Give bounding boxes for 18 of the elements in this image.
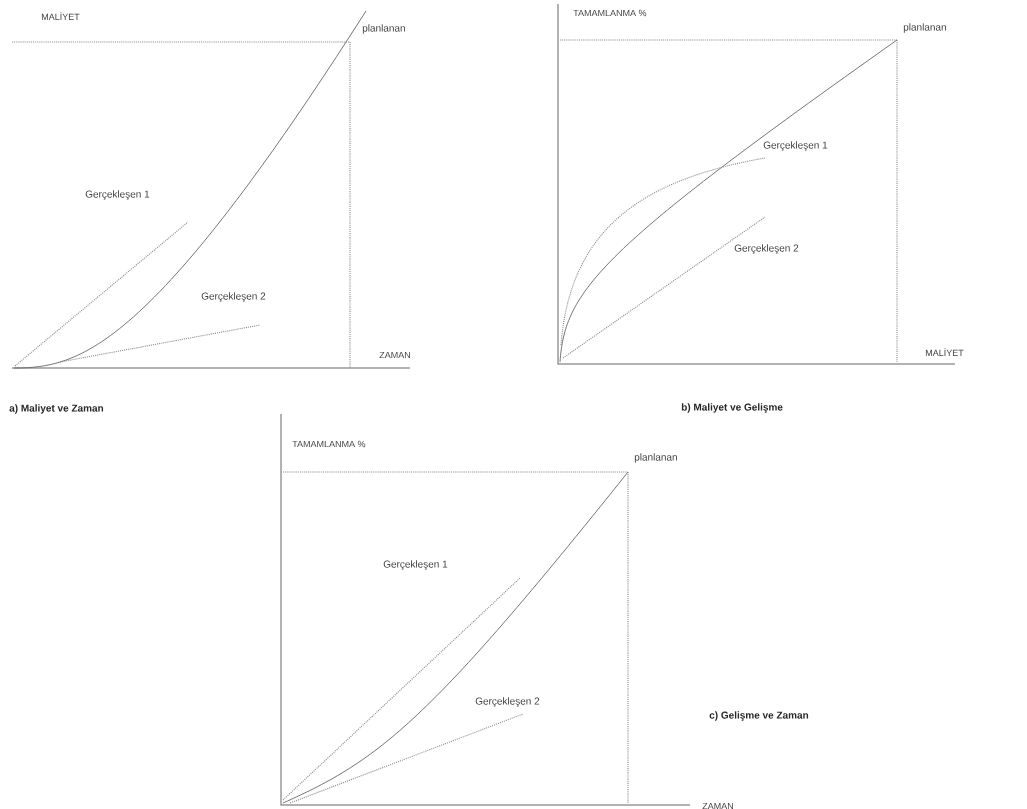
curve-label: Gerçekleşen 2 — [475, 697, 540, 707]
curve-label: planlanan — [634, 453, 677, 463]
panel-caption: c) Gelişme ve Zaman — [709, 711, 809, 721]
curve-label: Gerçekleşen 2 — [201, 292, 266, 302]
curve-label: planlanan — [903, 23, 946, 33]
curve-label: Gerçekleşen 1 — [383, 560, 448, 570]
curve-label: Gerçekleşen 1 — [85, 190, 150, 200]
curve-label: Gerçekleşen 1 — [763, 141, 828, 151]
panel-caption: a) Maliyet ve Zaman — [9, 404, 104, 414]
axis-label: TAMAMLANMA % — [573, 9, 647, 17]
axis-label: MALİYET — [41, 12, 80, 20]
curve-label: planlanan — [362, 24, 405, 34]
axis-label: TAMAMLANMA % — [292, 440, 366, 448]
panel-caption: b) Maliyet ve Gelişme — [681, 403, 783, 413]
curve-label: Gerçekleşen 2 — [734, 244, 799, 254]
axis-label: ZAMAN — [702, 802, 733, 809]
axis-label: ZAMAN — [379, 351, 410, 359]
axis-label: MALİYET — [925, 348, 964, 356]
